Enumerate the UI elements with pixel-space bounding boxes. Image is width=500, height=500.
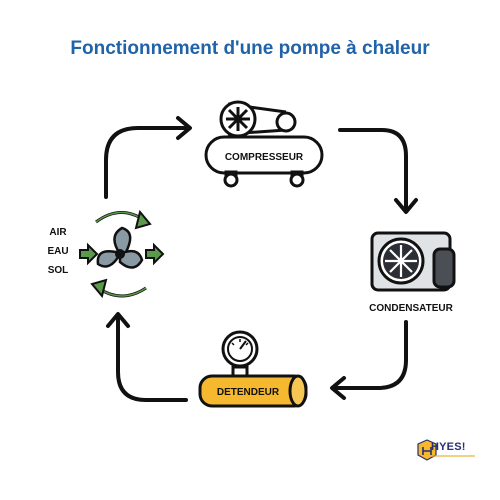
logo-underline bbox=[431, 455, 475, 457]
condenser-label: CONDENSATEUR bbox=[369, 303, 453, 314]
source-air: AIR bbox=[49, 227, 67, 238]
pressure-gauge-icon bbox=[221, 330, 259, 379]
fan-icon bbox=[79, 209, 165, 299]
cycle-arrow-right-top-head bbox=[394, 198, 418, 214]
compressor-icon bbox=[204, 100, 324, 188]
cycle-arrow-left-top bbox=[104, 126, 190, 199]
source-eau: EAU bbox=[47, 246, 69, 257]
cycle-arrow-left-bottom-head bbox=[106, 312, 130, 328]
cycle-arrow-right-top bbox=[338, 128, 408, 212]
page-title: Fonctionnement d'une pompe à chaleur bbox=[70, 38, 430, 59]
detendeur-label: DETENDEUR bbox=[217, 387, 280, 398]
cycle-arrow-right-bottom bbox=[332, 320, 408, 390]
logo-text: HYES! bbox=[431, 441, 466, 453]
detendeur-pipe bbox=[198, 374, 308, 408]
condenser-unit-icon bbox=[370, 231, 456, 292]
cycle-arrow-right-bottom-head bbox=[330, 376, 346, 400]
cycle-arrow-left-top-head bbox=[176, 116, 192, 140]
compressor-label: COMPRESSEUR bbox=[225, 152, 304, 163]
logo: HYES! bbox=[416, 440, 476, 466]
cycle-arrow-left-bottom bbox=[116, 314, 188, 402]
source-sol: SOL bbox=[47, 265, 69, 276]
